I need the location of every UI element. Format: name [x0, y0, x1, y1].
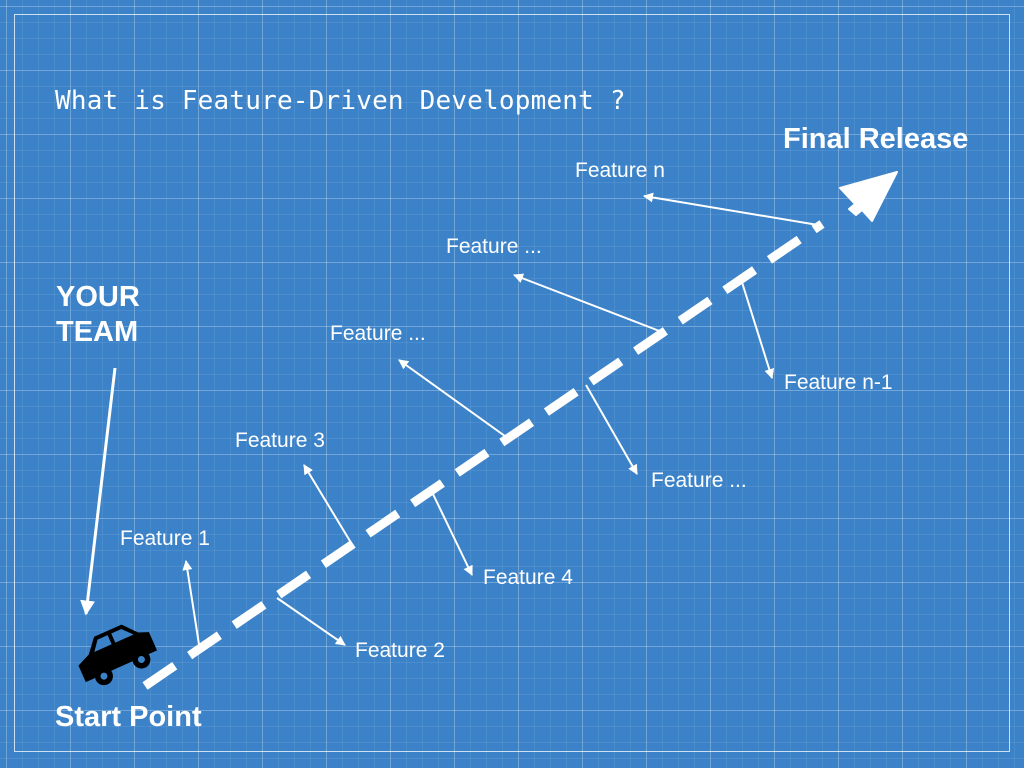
feature-1-label: Feature 1 [120, 527, 210, 550]
feature-dots-label-3: Feature ... [446, 235, 542, 258]
team-line-1: YOUR [56, 281, 140, 313]
final-release-label: Final Release [783, 123, 969, 155]
arrow-feature-1 [182, 560, 201, 652]
arrow-feature-3 [303, 464, 354, 547]
arrow-feature-n-1 [740, 278, 775, 379]
feature-dots-label-1: Feature ... [330, 322, 426, 345]
start-point-label: Start Point [55, 701, 202, 733]
team-arrow [80, 367, 117, 616]
blueprint-frame [14, 14, 1010, 752]
final-release-arrowhead [839, 171, 898, 222]
arrow-feature-dots-2 [585, 384, 638, 475]
feature-n-1-label: Feature n-1 [784, 371, 893, 394]
arrow-feature-dots-3 [513, 273, 663, 333]
arrow-feature-dots-1 [398, 359, 510, 440]
page-title: What is Feature-Driven Development ? [55, 86, 626, 116]
team-line-2: TEAM [56, 315, 139, 348]
feature-4-label: Feature 4 [483, 566, 573, 589]
arrow-feature-2 [276, 597, 346, 646]
progress-path [142, 220, 825, 690]
feature-n-label: Feature n [575, 159, 665, 182]
feature-dots-label-2: Feature ... [651, 469, 747, 492]
feature-3-label: Feature 3 [235, 429, 325, 452]
feature-2-label: Feature 2 [355, 639, 445, 662]
arrow-feature-n [643, 192, 819, 226]
car-icon [78, 624, 158, 686]
your-team-label: YOUR TEAM [56, 280, 140, 350]
arrow-feature-4 [431, 491, 473, 576]
